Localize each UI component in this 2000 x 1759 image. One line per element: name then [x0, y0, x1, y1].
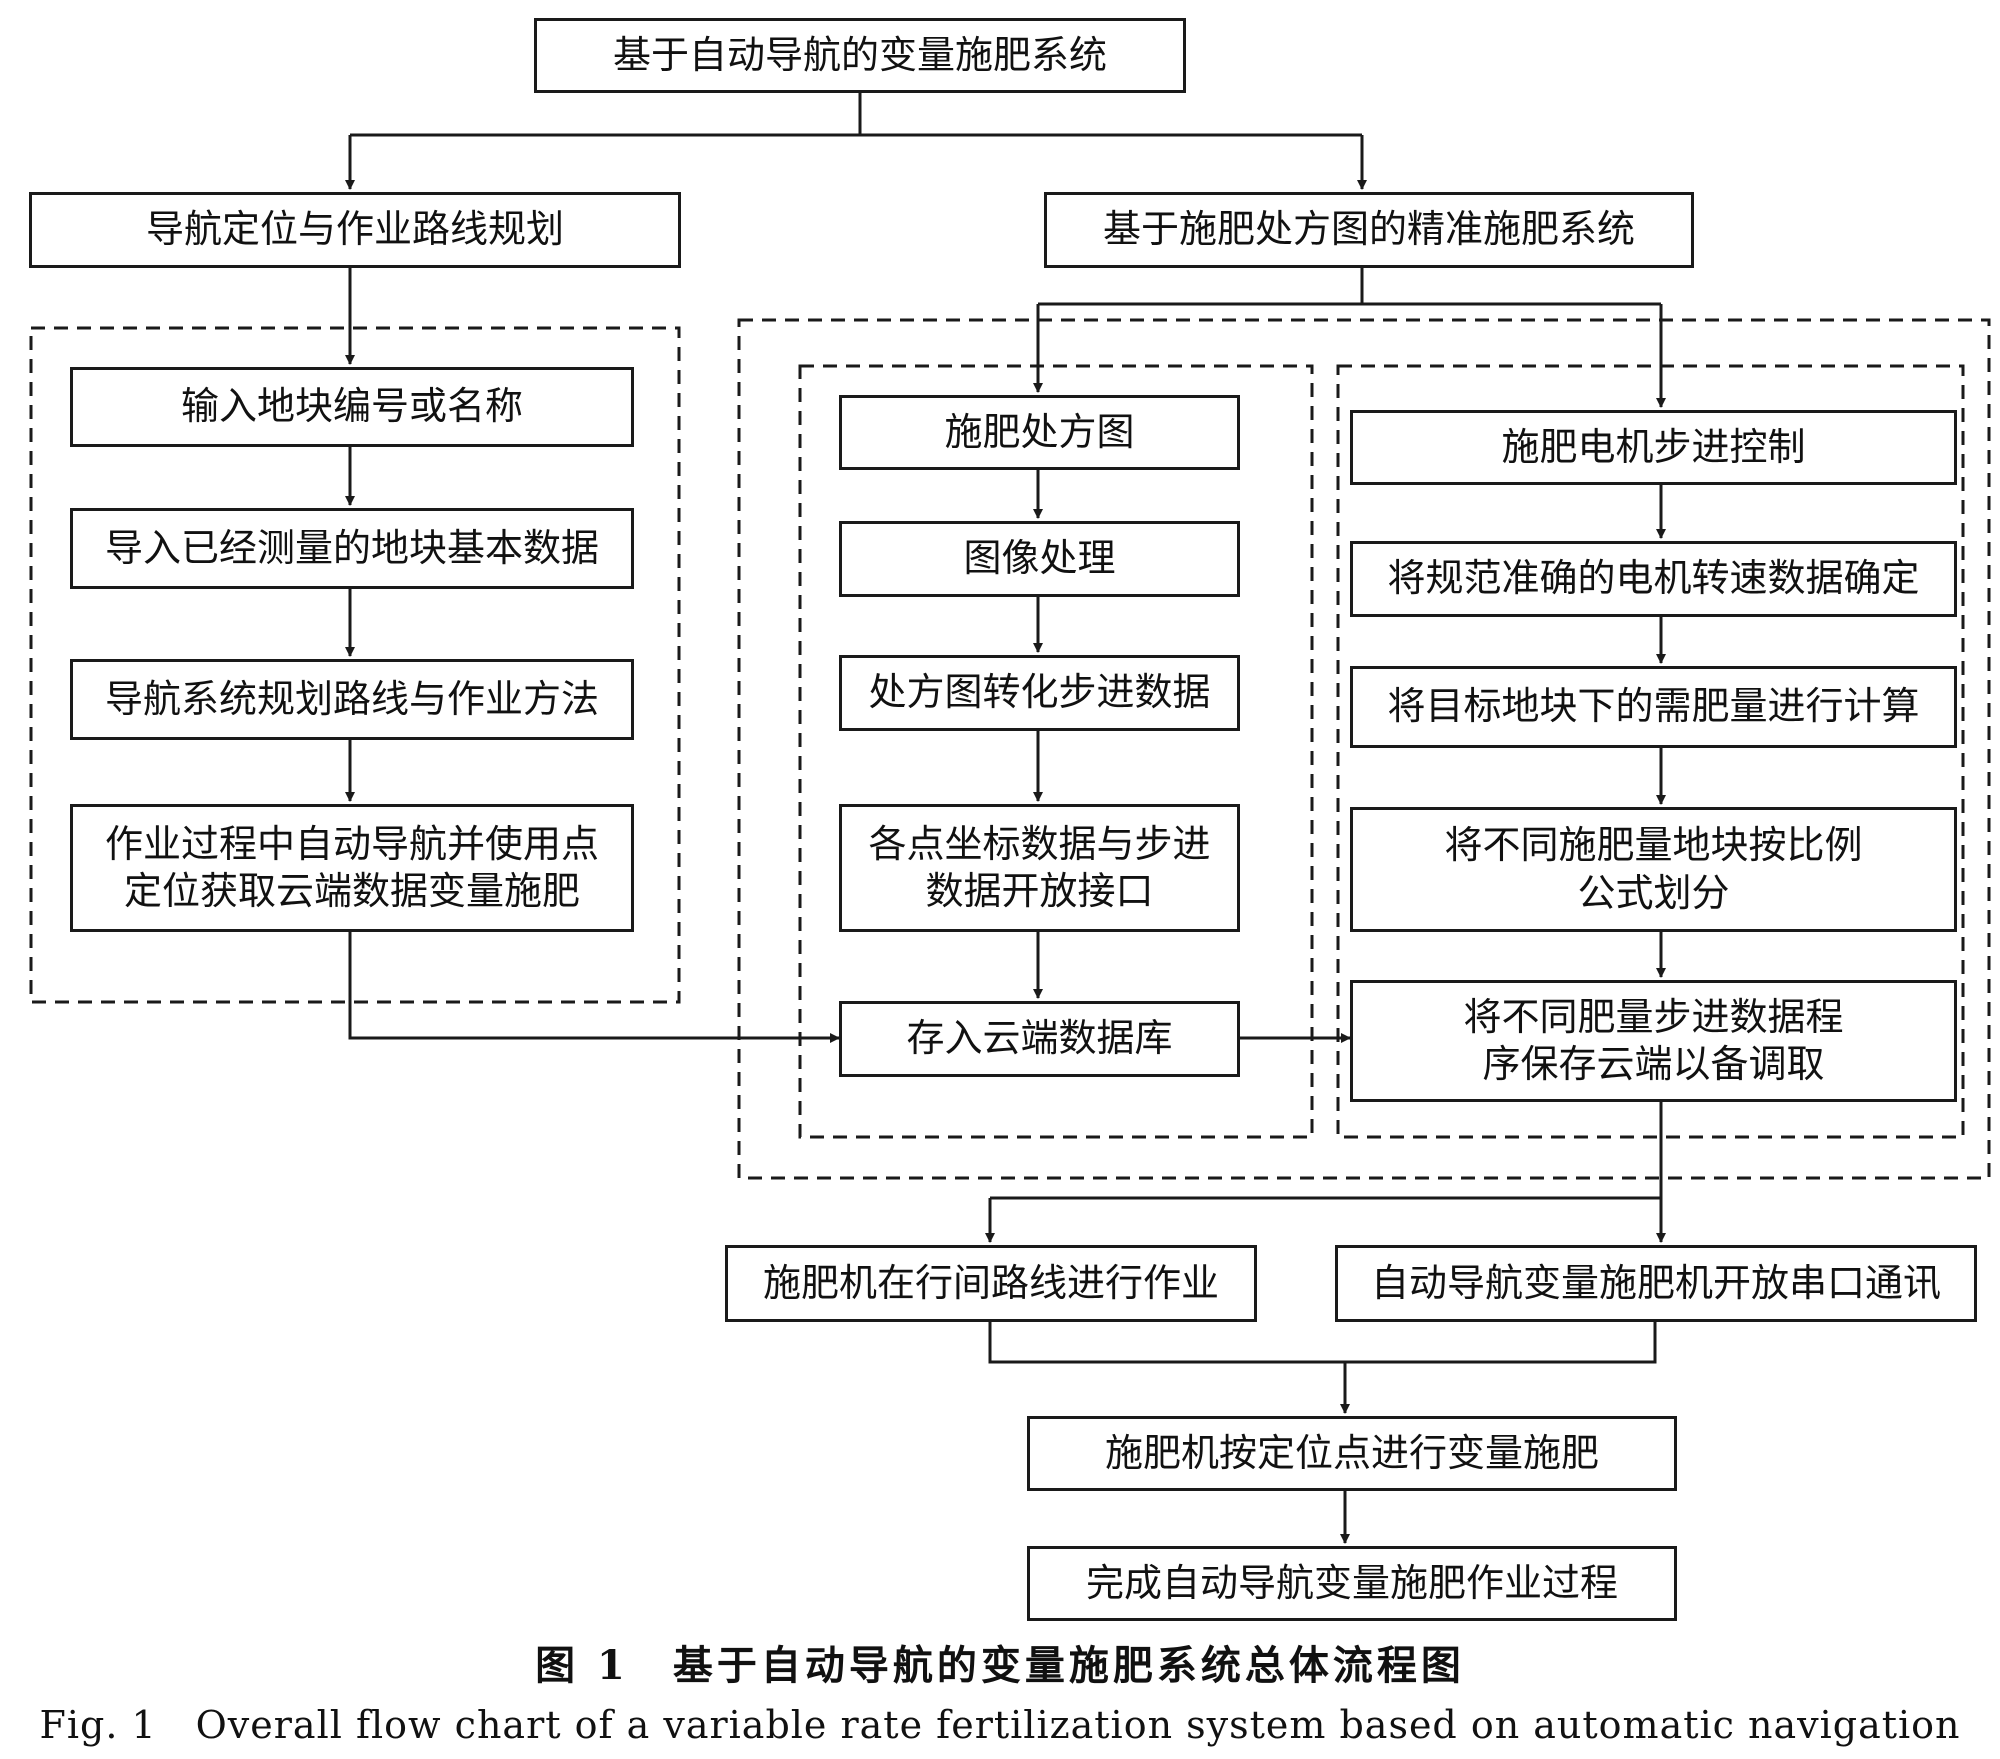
- precision-group-frame: [737, 318, 1991, 1180]
- input-plot-node: 输入地块编号或名称: [70, 367, 634, 447]
- image-processing-node: 图像处理: [839, 521, 1240, 597]
- nav-planning-node: 导航定位与作业路线规划: [29, 192, 681, 268]
- complete-node: 完成自动导航变量施肥作业过程: [1027, 1546, 1677, 1621]
- import-data-node: 导入已经测量的地块基本数据: [70, 508, 634, 589]
- divide-plots-node: 将不同施肥量地块按比例 公式划分: [1350, 807, 1957, 932]
- connector-root-split: [350, 93, 1362, 137]
- convert-step-node: 处方图转化步进数据: [839, 655, 1240, 731]
- connector-precision-split: [1038, 268, 1661, 306]
- arrow-auto-nav-to-cloud-db: [348, 932, 840, 1043]
- caption-chinese: 图 1 基于自动导航的变量施肥系统总体流程图: [535, 1642, 1465, 1689]
- motor-group-frame: [1336, 364, 1965, 1139]
- variable-fert-node: 施肥机按定位点进行变量施肥: [1027, 1416, 1677, 1491]
- save-cloud-node: 将不同肥量步进数据程 序保存云端以备调取: [1350, 980, 1957, 1102]
- root-node: 基于自动导航的变量施肥系统: [534, 18, 1186, 93]
- motor-control-node: 施肥电机步进控制: [1350, 410, 1957, 485]
- nav-group-frame: [29, 326, 681, 1004]
- prescription-map-node: 施肥处方图: [839, 395, 1240, 470]
- serial-comm-node: 自动导航变量施肥机开放串口通讯: [1335, 1245, 1977, 1322]
- precision-system-node: 基于施肥处方图的精准施肥系统: [1044, 192, 1694, 268]
- caption-english: Fig. 1 Overall flow chart of a variable …: [39, 1703, 1961, 1747]
- motor-speed-node: 将规范准确的电机转速数据确定: [1350, 541, 1957, 617]
- connector-save-cloud-split: [990, 1102, 1663, 1200]
- row-operation-node: 施肥机在行间路线进行作业: [725, 1245, 1257, 1322]
- auto-nav-node: 作业过程中自动导航并使用点 定位获取云端数据变量施肥: [70, 804, 634, 932]
- cloud-db-node: 存入云端数据库: [839, 1001, 1240, 1077]
- connector-merge: [988, 1322, 1657, 1413]
- map-group-frame: [798, 364, 1314, 1139]
- calc-fert-node: 将目标地块下的需肥量进行计算: [1350, 666, 1957, 748]
- coord-interface-node: 各点坐标数据与步进 数据开放接口: [839, 804, 1240, 932]
- plan-route-node: 导航系统规划路线与作业方法: [70, 659, 634, 740]
